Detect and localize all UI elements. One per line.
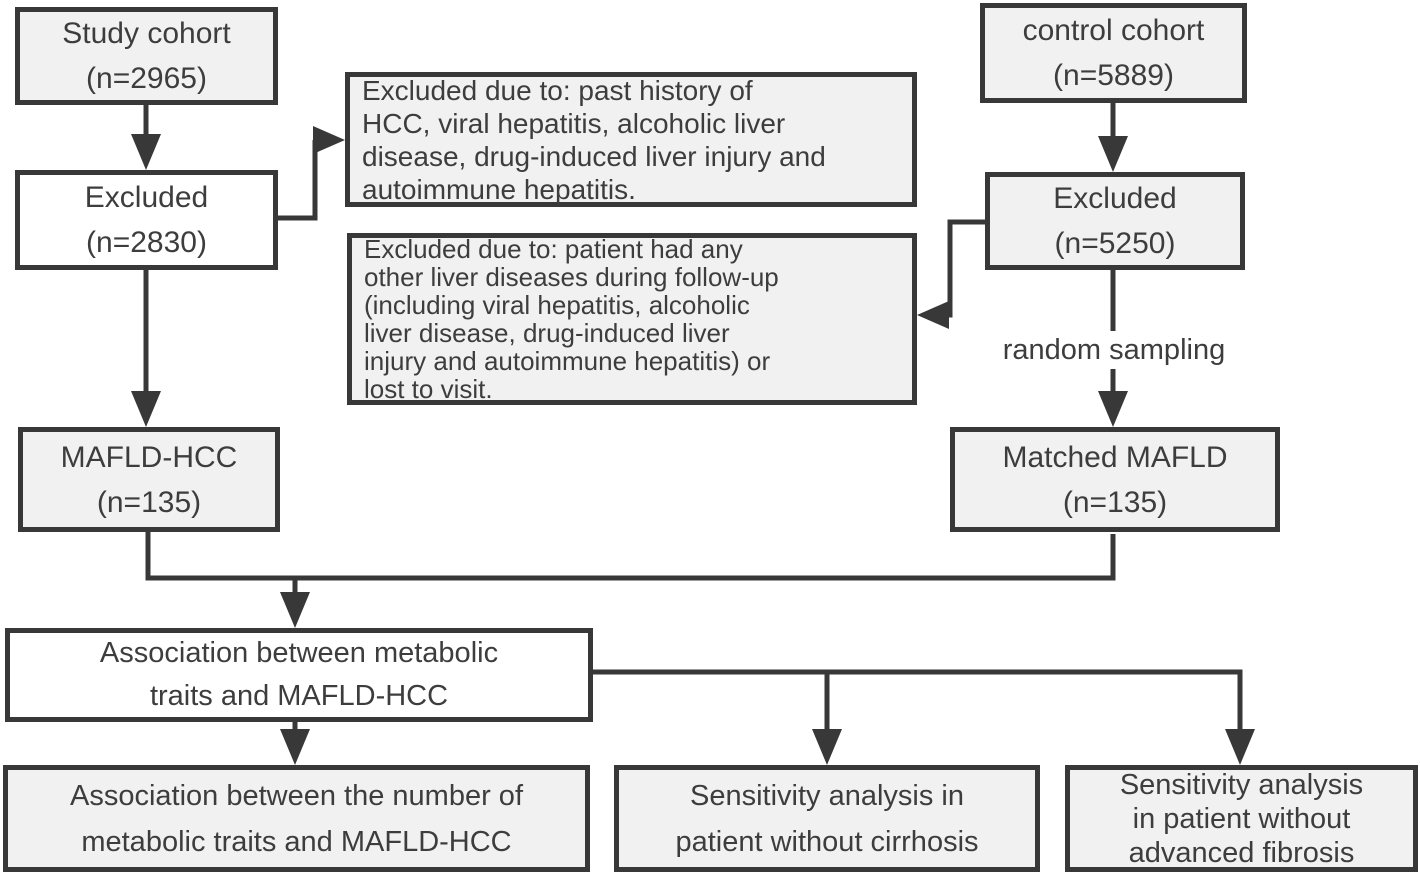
- node-label: Matched MAFLD: [1002, 440, 1228, 474]
- arrow-down-icon: [131, 134, 161, 170]
- edge-association-to-number: [280, 722, 310, 765]
- node-sensitivity-fibrosis: Sensitivity analysis in patient without …: [1065, 765, 1418, 872]
- edge-excluded-to-mafld-hcc: [131, 270, 161, 427]
- node-count: (n=2965): [86, 62, 207, 95]
- node-study-cohort: Study cohort (n=2965): [15, 7, 278, 105]
- arrow-down-icon: [131, 391, 161, 427]
- node-exclusion-reason-1: Excluded due to: past history of HCC, vi…: [345, 72, 917, 207]
- node-label: MAFLD-HCC: [60, 440, 238, 474]
- reason-line: liver disease, drug-induced liver: [364, 318, 730, 348]
- arrow-left-icon: [917, 301, 949, 329]
- node-label: Sensitivity analysis in: [690, 779, 964, 812]
- node-control-cohort: control cohort (n=5889): [980, 3, 1247, 103]
- node-association-number: Association between the number of metabo…: [3, 765, 590, 872]
- reason-line: other liver diseases during follow-up: [364, 262, 779, 292]
- reason-line: (including viral hepatitis, alcoholic: [364, 290, 750, 320]
- node-label: Association between the number of: [70, 779, 523, 812]
- edge-excluded-study-to-reason1: [278, 126, 345, 221]
- node-label: in patient without: [1132, 802, 1351, 835]
- edge-merge-to-association: [145, 532, 1116, 628]
- node-exclusion-reason-2: Excluded due to: patient had any other l…: [347, 233, 917, 405]
- reason-line: disease, drug-induced liver injury and: [362, 140, 826, 172]
- node-association-traits: Association between metabolic traits and…: [5, 628, 593, 722]
- node-mafld-hcc: MAFLD-HCC (n=135): [18, 427, 280, 532]
- node-label: Association between metabolic: [99, 637, 499, 669]
- arrow-down-icon: [1098, 391, 1128, 427]
- edge-association-to-sensitivity: [593, 669, 1255, 765]
- node-count: (n=2830): [86, 226, 207, 259]
- arrow-down-icon: [280, 729, 310, 765]
- node-count: (n=5889): [1053, 59, 1174, 92]
- node-label: Excluded: [1053, 182, 1177, 215]
- arrow-down-icon: [812, 729, 842, 765]
- node-count: (n=135): [1062, 485, 1168, 519]
- reason-line: Excluded due to: patient had any: [364, 234, 743, 264]
- node-label: Study cohort: [62, 17, 231, 50]
- node-excluded-study: Excluded (n=2830): [15, 170, 278, 270]
- node-count: (n=5250): [1054, 227, 1176, 260]
- node-excluded-control: Excluded (n=5250): [985, 172, 1245, 270]
- node-label: traits and MAFLD-HCC: [149, 680, 449, 712]
- arrow-right-icon: [313, 126, 345, 154]
- reason-line: lost to visit.: [364, 374, 493, 404]
- edge-label-random-sampling: random sampling: [985, 331, 1243, 369]
- arrow-down-icon: [280, 592, 310, 628]
- node-label: advanced fibrosis: [1128, 836, 1355, 869]
- arrow-down-icon: [1098, 136, 1128, 172]
- edge-excluded-control-to-reason2: [917, 219, 985, 329]
- node-label: metabolic traits and MAFLD-HCC: [81, 825, 512, 858]
- node-count: (n=135): [96, 485, 202, 519]
- arrow-down-icon: [1225, 729, 1255, 765]
- reason-line: Excluded due to: past history of: [362, 74, 753, 106]
- node-label: patient without cirrhosis: [675, 825, 979, 858]
- reason-line: injury and autoimmune hepatitis) or: [364, 346, 771, 376]
- node-sensitivity-cirrhosis: Sensitivity analysis in patient without …: [614, 765, 1040, 872]
- reason-line: autoimmune hepatitis.: [362, 173, 636, 205]
- node-label: control cohort: [1022, 14, 1205, 47]
- node-matched-mafld: Matched MAFLD (n=135): [950, 427, 1280, 532]
- reason-line: HCC, viral hepatitis, alcoholic liver: [362, 107, 786, 139]
- node-label: Sensitivity analysis: [1119, 768, 1364, 801]
- node-label: Excluded: [84, 181, 209, 214]
- edge-control-to-excluded: [1098, 103, 1128, 172]
- edge-study-to-excluded: [131, 104, 161, 170]
